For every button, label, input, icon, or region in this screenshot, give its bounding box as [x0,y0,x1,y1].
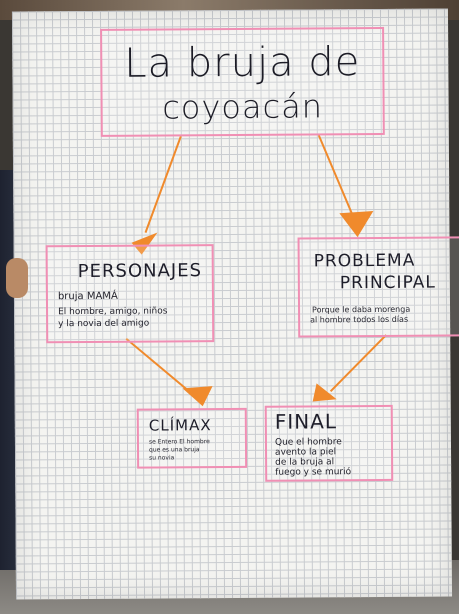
arrowhead-personajes [131,232,158,255]
arrow-personajes-to-climax [125,337,194,396]
arrow-layer [125,135,387,407]
problema-heading-1: PROBLEMA [313,250,416,272]
final-box: FINAL Que el hombre avento la piel de la… [264,404,394,482]
climax-line-3: su novia [149,454,175,462]
title-line-1: La bruja de [124,39,361,87]
problema-line-2: al hombre todos los días [310,314,409,325]
final-line-4: fuego y se murió [275,467,352,478]
arrow-problema-to-final [329,334,387,393]
problema-line-1: Porque le daba morenga [312,304,411,315]
climax-box: CLÍMAX se Entero El hombre que es una br… [136,407,248,469]
arrowhead-problema [339,211,374,238]
arrow-title-to-personajes [144,136,182,233]
arrowhead-climax [182,386,213,407]
personajes-box: PERSONAJES bruja MAMÁ El hombre, amigo, … [45,244,215,344]
climax-line-1: se Entero El hombre [148,438,210,446]
personajes-heading: PERSONAJES [77,260,203,283]
personajes-line-1: bruja MAMÁ [57,290,118,303]
hand [6,258,28,298]
climax-heading: CLÍMAX [148,416,212,435]
arrowhead-final [312,383,337,402]
title-line-2: coyoacán [162,87,324,127]
poster-sheet: La bruja de coyoacán PERSONAJES bruja MA… [11,8,459,600]
problema-heading-2: PRINCIPAL [339,272,436,294]
arrow-title-to-problema [317,135,355,218]
climax-line-2: que es una bruja [148,446,200,454]
personajes-line-3: y la novia del amigo [58,318,150,330]
personajes-line-2: El hombre, amigo, niños [58,306,168,318]
final-heading: FINAL [274,409,338,434]
problema-box: PROBLEMA PRINCIPAL Porque le daba moreng… [297,236,459,338]
title-box: La bruja de coyoacán [100,26,385,137]
